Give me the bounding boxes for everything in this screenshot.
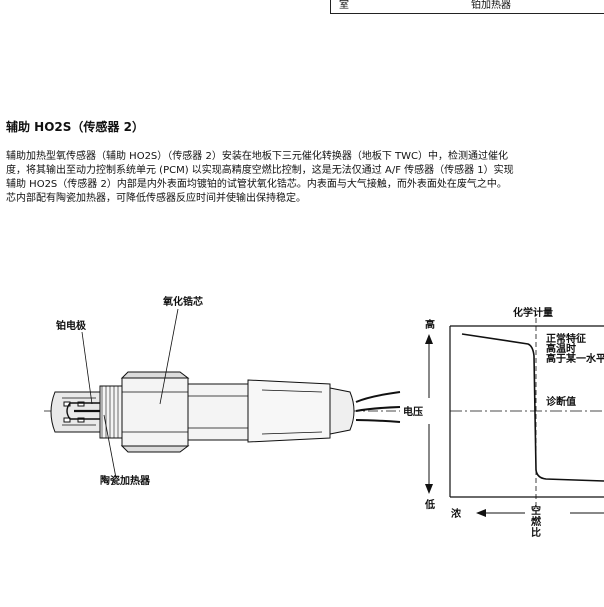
top-table-cell-right: 铂加热器 [471,0,511,11]
sensor-output-curve [461,333,604,482]
paragraph-line: 度，将其输出至动力控制系统单元 (PCM) 以实现高精度空燃比控制，这是无法仅通… [6,165,514,176]
label-platinum-electrode: 铂电极 [56,319,87,332]
x-axis-label-2: 燃 [531,515,542,528]
diagnostic-value-label: 诊断值 [546,395,576,408]
y-high-label: 高 [425,318,435,331]
x-axis-label-3: 比 [531,526,541,539]
paragraph-line: 芯内部配有陶瓷加热器，可降低传感器反应时间并使输出保持稳定。 [6,193,306,204]
y-axis-label: 电压 [403,405,423,418]
description-paragraph: 辅助加热型氧传感器（辅助 HO2S）（传感器 2）安装在地板下三元催化转换器（地… [6,150,604,206]
note-normal-characteristic: 正常特征 [546,332,586,345]
y-low-label: 低 [424,498,435,511]
x-axis-label-1: 空 [531,504,541,517]
leader-line [103,414,117,479]
x-rich-label: 浓 [451,507,462,520]
leader-line [81,331,93,405]
paragraph-line: 辅助加热型氧传感器（辅助 HO2S）（传感器 2）安装在地板下三元催化转换器（地… [6,151,508,162]
label-ceramic-heater: 陶瓷加热器 [100,474,151,487]
note-above-level: 高于某一水平 [546,352,604,365]
sensor-cutaway-drawing [44,371,401,453]
paragraph-line: 辅助 HO2S（传感器 2）内部是内外表面均镀铂的试管状氧化锆芯。内表面与大气接… [6,179,507,190]
section-heading: 辅助 HO2S（传感器 2） [6,120,144,134]
note-high-temperature: 高温时 [546,342,576,355]
top-table-cell-left: 室 [339,0,349,11]
output-characteristic-graph: 化学计量 高 电压 低 浓 空 燃 比 正常特征 高温时 高于某一水平 诊断值 [403,306,604,539]
graph-title: 化学计量 [513,306,553,319]
top-table-row: 室 铂加热器 [330,0,604,14]
label-zirconia-element: 氧化锆芯 [162,295,203,308]
leader-line [159,308,179,405]
